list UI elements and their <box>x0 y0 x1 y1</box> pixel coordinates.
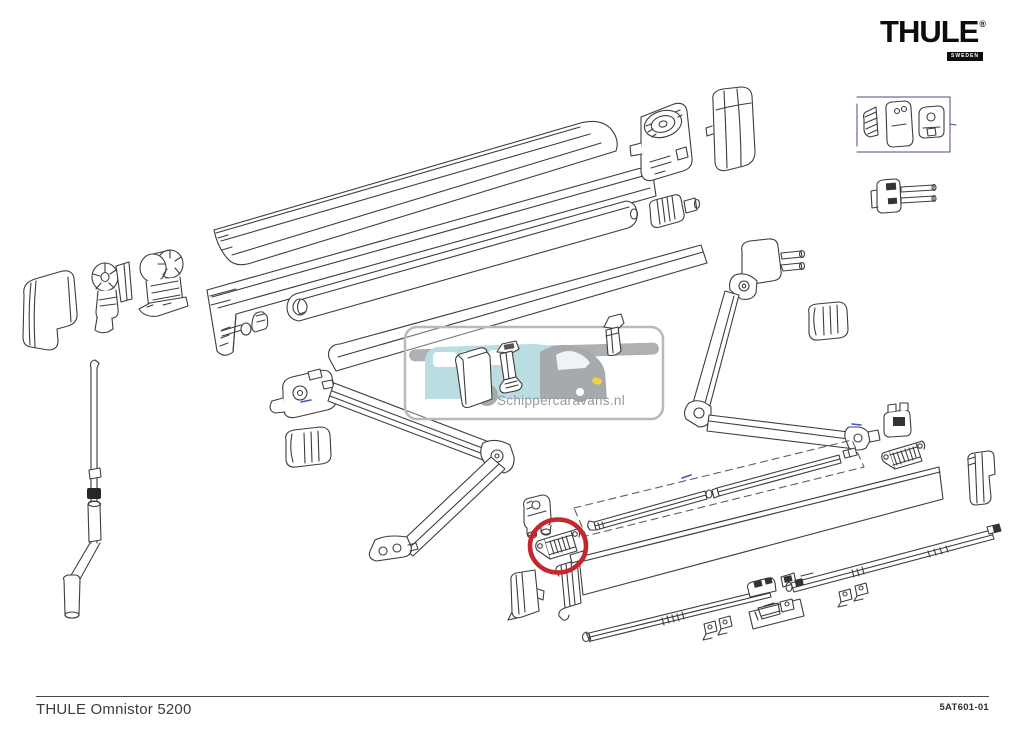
wall-bracket <box>883 402 912 438</box>
right-arm <box>683 238 881 451</box>
footer: THULE Omnistor 5200 5AT601-01 <box>36 696 989 718</box>
arm-cover-right <box>808 301 849 341</box>
logo-wordmark: THULE <box>880 14 979 49</box>
roller-tube <box>286 200 639 322</box>
fabric-panel <box>555 466 944 621</box>
footer-rule <box>36 696 989 697</box>
torsion-link <box>220 311 269 337</box>
crank-handle <box>62 542 101 619</box>
sheet-part <box>454 347 493 409</box>
logo-sweden-badge: SWEDEN <box>947 51 983 61</box>
drawing-number: 5AT601-01 <box>939 702 989 713</box>
motor-cover <box>705 86 756 172</box>
watermark-text: Schippercaravans.nl <box>497 393 625 408</box>
crank-adapter <box>649 194 701 228</box>
gear-disc <box>91 261 133 334</box>
motor-gear-unit <box>629 102 693 182</box>
flat-bracket <box>507 569 545 621</box>
lid-profile <box>213 120 618 266</box>
crank-rod <box>87 359 102 544</box>
end-bracket <box>603 313 625 357</box>
pin-bracket <box>870 178 937 214</box>
detail-box-parts <box>856 96 957 153</box>
arm-cover-left <box>285 426 332 468</box>
registered-mark: ® <box>979 19 986 29</box>
thule-logo: THULE ® SWEDEN <box>880 14 986 62</box>
left-end-cap <box>22 270 78 351</box>
fabric-lead <box>327 244 708 372</box>
center-arm <box>269 368 515 562</box>
front-rail-left <box>581 577 777 643</box>
support-bracket <box>496 340 523 394</box>
tension-rafter-set <box>573 439 865 537</box>
corner-bracket <box>967 450 996 506</box>
highlight-circle <box>527 517 589 575</box>
watermark: Schippercaravans.nl <box>403 325 665 421</box>
front-rail-right <box>785 523 1002 593</box>
headlight <box>592 377 602 385</box>
windshield <box>556 351 590 370</box>
mounting-clips <box>702 582 869 641</box>
drawing-title: THULE Omnistor 5200 <box>36 701 192 718</box>
ribbed-bracket <box>881 440 926 470</box>
gear-mechanism <box>138 249 189 317</box>
